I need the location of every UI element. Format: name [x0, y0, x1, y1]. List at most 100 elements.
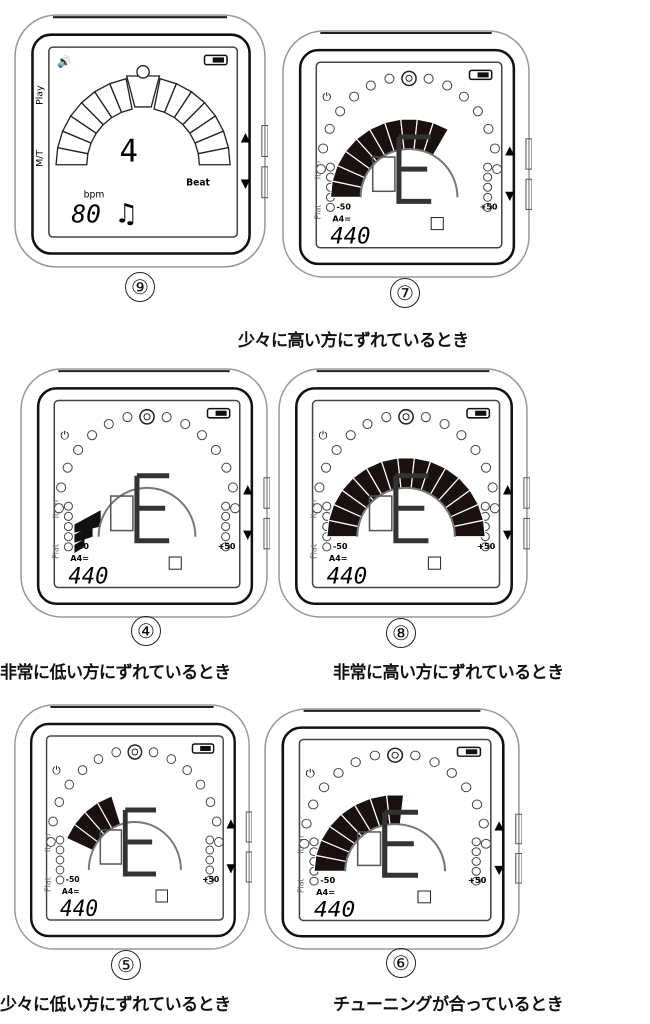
down-arrow-icon: ▼ — [241, 176, 251, 190]
side-button — [523, 477, 530, 509]
led-dot — [489, 503, 500, 514]
figure-number-8: ⑧ — [386, 618, 416, 648]
lcd-screen — [311, 399, 501, 589]
led-dot — [55, 855, 65, 865]
led-dot — [63, 501, 73, 511]
led-dot — [221, 462, 232, 473]
led-dot — [384, 73, 395, 84]
minus-label: -50 — [66, 875, 80, 884]
led-dot — [324, 123, 335, 134]
led-dot — [314, 482, 325, 493]
caption-4: 非常に低い方にずれているとき — [0, 663, 231, 683]
center-led-inner — [131, 748, 139, 756]
battery-level — [475, 410, 487, 416]
pitch-value: 440 — [314, 897, 355, 922]
minus-label: -50 — [320, 875, 335, 885]
led-dot — [322, 542, 332, 552]
led-dot — [420, 412, 431, 423]
power-icon: ⏻ — [322, 91, 331, 104]
meter-arc — [344, 823, 447, 872]
center-led-inner — [405, 74, 413, 82]
mt-label: M/T — [35, 150, 46, 167]
battery-level — [215, 410, 227, 416]
lcd-screen — [48, 46, 239, 238]
led-dot — [205, 875, 215, 885]
side-button — [245, 811, 252, 843]
led-dot — [64, 779, 75, 790]
led-dot — [350, 757, 361, 768]
center-indicator-icon — [136, 64, 150, 79]
pitch-value: 440 — [68, 563, 108, 589]
side-button — [515, 813, 522, 845]
tempo-value: 80 — [71, 199, 101, 228]
center-beat-segment — [125, 75, 161, 108]
plus-label: +50 — [218, 541, 236, 551]
led-dot — [439, 418, 450, 430]
device-bezel — [295, 387, 513, 606]
led-dot — [111, 747, 122, 758]
led-dot — [166, 754, 177, 765]
lcd-screen — [298, 738, 492, 922]
led-dot — [345, 430, 356, 441]
led-dot — [312, 503, 323, 514]
down-arrow-icon: ▼ — [494, 863, 504, 877]
led-dot — [410, 750, 421, 761]
led-dot — [483, 202, 493, 212]
note-letter-E — [393, 473, 429, 544]
led-dot — [483, 182, 493, 192]
center-led-icon — [401, 70, 417, 87]
led-dot — [148, 747, 159, 758]
led-dot — [492, 164, 503, 175]
up-arrow-icon: ▲ — [226, 816, 235, 830]
caption-5: 少々に低い方にずれているとき — [0, 995, 231, 1015]
bpm-label: bpm — [84, 190, 105, 201]
led-dot — [210, 444, 221, 456]
up-arrow-icon: ▲ — [503, 482, 513, 496]
led-dot — [161, 412, 172, 423]
figure-number-5: ⑤ — [111, 950, 141, 980]
led-dot — [213, 837, 224, 847]
mode-icon — [417, 890, 431, 904]
side-button — [261, 166, 268, 199]
led-dot — [460, 782, 472, 793]
led-dot — [221, 542, 231, 552]
led-dot — [423, 73, 434, 84]
down-arrow-icon: ▼ — [503, 528, 513, 542]
pitch-value: 440 — [60, 897, 98, 923]
device-bezel — [36, 387, 254, 606]
lcd-screen — [315, 61, 503, 249]
figure-number-7: ⑦ — [390, 278, 420, 308]
led-dot — [471, 799, 483, 810]
led-dot — [221, 532, 231, 542]
led-dot — [471, 847, 481, 857]
figure-number-9: ⑨ — [125, 272, 155, 302]
led-dot — [335, 106, 346, 117]
led-dot — [471, 866, 481, 876]
led-dot — [221, 521, 231, 532]
meter-segment-lit — [74, 510, 101, 533]
note-icon: ♫ — [114, 198, 138, 229]
led-dot — [87, 430, 98, 441]
led-dot — [483, 162, 493, 172]
center-led-inner — [391, 751, 399, 759]
battery-level — [477, 72, 489, 78]
power-icon: ⏻ — [306, 767, 315, 780]
side-button — [261, 125, 268, 157]
led-dot — [322, 501, 332, 511]
led-dot — [301, 818, 312, 829]
device-bezel — [31, 33, 251, 255]
down-arrow-icon: ▼ — [505, 188, 515, 202]
power-icon: ⏻ — [319, 429, 328, 442]
pitch-value: 440 — [327, 563, 367, 589]
led-dot — [53, 503, 64, 514]
plus-label: +50 — [477, 541, 495, 551]
led-dot — [471, 857, 481, 866]
power-icon: ⏻ — [60, 429, 69, 442]
led-dot — [211, 816, 222, 827]
minus-label: -50 — [74, 541, 89, 551]
device-outer-shell — [282, 30, 530, 278]
side-button — [525, 178, 532, 210]
led-dot — [182, 765, 192, 776]
